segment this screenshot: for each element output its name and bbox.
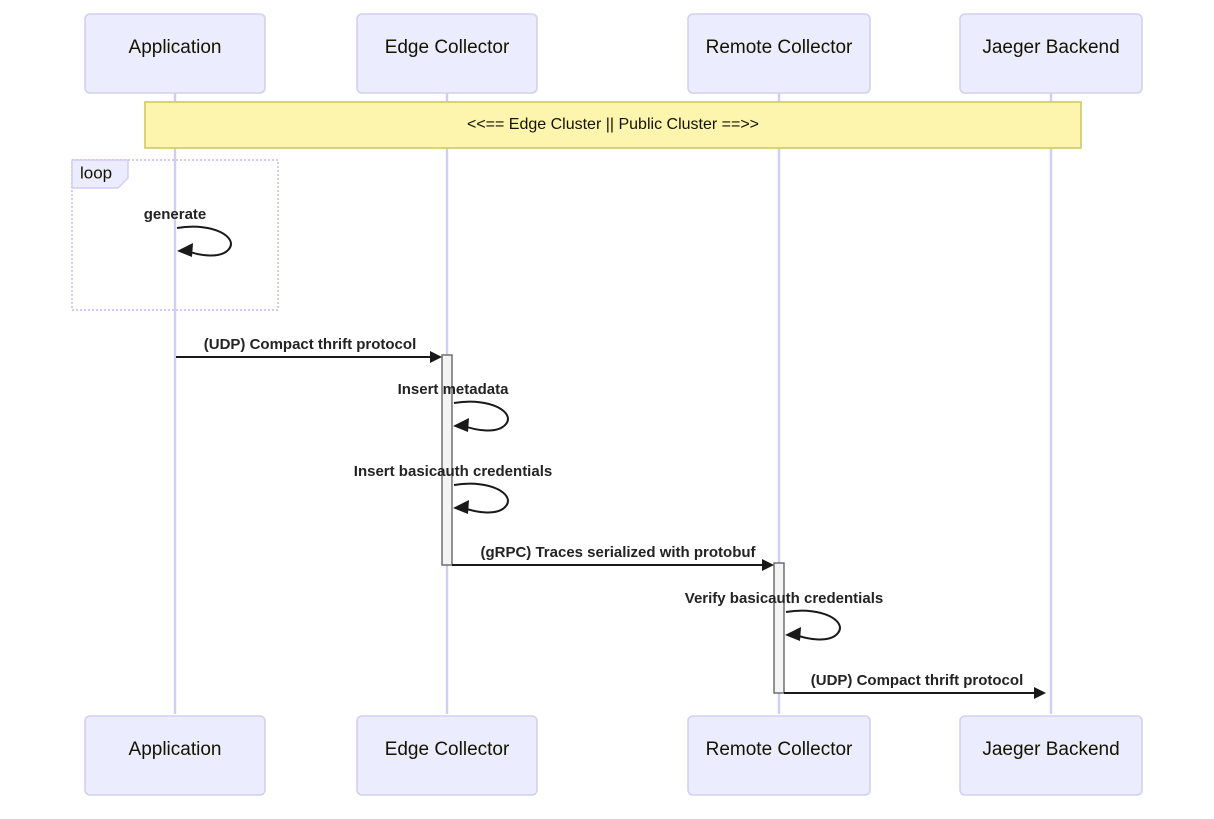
- actor-jaeger-backend-top-label: Jaeger Backend: [982, 37, 1119, 58]
- message-generate-arrowhead: [177, 243, 193, 257]
- message-insert-basicauth-label: Insert basicauth credentials: [354, 463, 552, 480]
- actor-application-bottom-label: Application: [129, 739, 222, 760]
- message-verify-basicauth-curve: [785, 609, 841, 641]
- loop-fragment-box: [71, 159, 279, 311]
- message-verify-basicauth-arrowhead: [785, 627, 801, 641]
- actor-remote-collector-bottom-box[interactable]: [687, 715, 871, 796]
- actor-edge-collector-top-label: Edge Collector: [385, 37, 510, 58]
- actor-jaeger-backend-top-box[interactable]: [959, 13, 1143, 94]
- actor-jaeger-backend-bottom-label: Jaeger Backend: [982, 739, 1119, 760]
- activation-remote-collector: [773, 562, 785, 694]
- loop-fragment: loop: [71, 159, 279, 311]
- actor-edge-collector-bottom-box[interactable]: [356, 715, 538, 796]
- message-insert-basicauth-curve: [453, 482, 509, 514]
- message-insert-basicauth: Insert basicauth credentials: [354, 463, 552, 514]
- actor-application-top[interactable]: Application: [84, 13, 266, 94]
- message-insert-metadata-label: Insert metadata: [398, 381, 510, 398]
- message-insert-metadata-arrowhead: [453, 418, 469, 432]
- note-box: [144, 101, 1082, 149]
- message-insert-metadata: Insert metadata: [398, 381, 510, 432]
- actor-application-bottom-box[interactable]: [84, 715, 266, 796]
- actor-application-top-box[interactable]: [84, 13, 266, 94]
- loop-tag-shape: [71, 159, 129, 189]
- message-generate: generate: [144, 206, 232, 257]
- actor-boxes-top: Application Edge Collector Remote Collec…: [84, 13, 1143, 94]
- message-generate-curve: [176, 225, 232, 257]
- actor-remote-collector-top[interactable]: Remote Collector: [687, 13, 871, 94]
- actor-edge-collector-top-box[interactable]: [356, 13, 538, 94]
- actor-application-bottom[interactable]: Application: [84, 715, 266, 796]
- message-insert-metadata-curve: [453, 400, 509, 432]
- note-label: <<== Edge Cluster || Public Cluster ==>>: [467, 116, 759, 133]
- message-grpc-traces-protobuf: (gRPC) Traces serialized with protobuf: [452, 544, 774, 571]
- lifelines: [173, 92, 1053, 714]
- note-edge-public-cluster: <<== Edge Cluster || Public Cluster ==>>: [144, 101, 1082, 149]
- message-udp-compact-thrift-1-arrowhead: [430, 351, 442, 363]
- actor-remote-collector-top-label: Remote Collector: [706, 37, 853, 58]
- actor-remote-collector-bottom-label: Remote Collector: [706, 739, 853, 760]
- actor-edge-collector-bottom-label: Edge Collector: [385, 739, 510, 760]
- actor-remote-collector-top-box[interactable]: [687, 13, 871, 94]
- actor-edge-collector-bottom[interactable]: Edge Collector: [356, 715, 538, 796]
- actor-jaeger-backend-bottom[interactable]: Jaeger Backend: [959, 715, 1143, 796]
- activation-bars: [441, 354, 785, 694]
- message-udp-compact-thrift-1: (UDP) Compact thrift protocol: [176, 336, 442, 363]
- loop-tag-label: loop: [80, 163, 112, 182]
- message-grpc-traces-protobuf-label: (gRPC) Traces serialized with protobuf: [480, 544, 756, 561]
- actor-application-top-label: Application: [129, 37, 222, 58]
- actor-remote-collector-bottom[interactable]: Remote Collector: [687, 715, 871, 796]
- message-insert-basicauth-arrowhead: [453, 500, 469, 514]
- message-grpc-traces-protobuf-arrowhead: [762, 559, 774, 571]
- activation-edge-collector: [441, 354, 453, 566]
- message-verify-basicauth-label: Verify basicauth credentials: [685, 590, 883, 607]
- actor-boxes-bottom: Application Edge Collector Remote Collec…: [84, 715, 1143, 796]
- message-udp-compact-thrift-2-arrowhead: [1034, 687, 1046, 699]
- actor-jaeger-backend-bottom-box[interactable]: [959, 715, 1143, 796]
- message-udp-compact-thrift-2-label: (UDP) Compact thrift protocol: [811, 672, 1023, 689]
- message-generate-label: generate: [144, 206, 207, 223]
- actor-edge-collector-top[interactable]: Edge Collector: [356, 13, 538, 94]
- message-verify-basicauth: Verify basicauth credentials: [685, 590, 883, 641]
- actor-jaeger-backend-top[interactable]: Jaeger Backend: [959, 13, 1143, 94]
- message-udp-compact-thrift-2: (UDP) Compact thrift protocol: [784, 672, 1046, 699]
- message-udp-compact-thrift-1-label: (UDP) Compact thrift protocol: [204, 336, 416, 353]
